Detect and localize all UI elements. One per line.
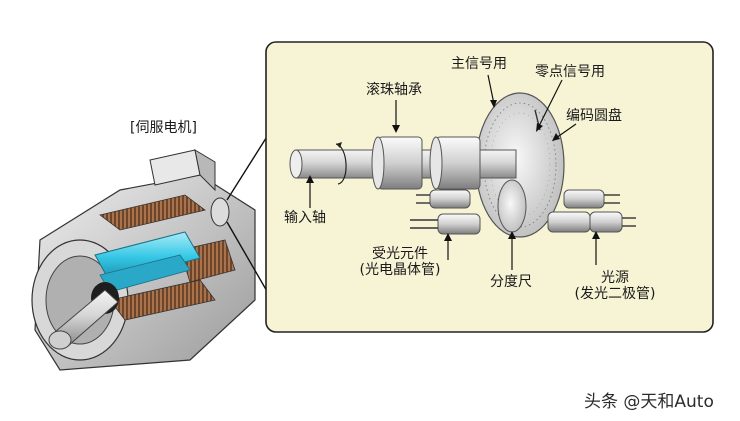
watermark: 头条 @天和Auto <box>584 392 714 412</box>
label-light-receiver-line1: 受光元件 <box>372 246 428 262</box>
divider-shape <box>497 179 527 233</box>
label-light-source-line1: 光源 <box>601 270 629 286</box>
label-code-disc: 编码圆盘 <box>566 108 622 124</box>
label-light-receiver: 受光元件 (光电晶体管) <box>350 246 450 278</box>
motor-title: [伺服电机] <box>130 120 197 136</box>
label-light-receiver-line2: (光电晶体管) <box>359 262 441 278</box>
encoder-illustration <box>289 92 636 238</box>
label-input-shaft: 输入轴 <box>284 210 326 226</box>
light-source-shapes <box>547 189 636 233</box>
servo-motor-illustration <box>31 148 256 371</box>
label-light-source-line2: (发光二极管) <box>574 286 656 302</box>
label-ball-bearing: 滚珠轴承 <box>366 82 422 98</box>
label-light-source: 光源 (发光二极管) <box>560 270 670 302</box>
label-divider: 分度尺 <box>490 274 532 290</box>
ball-bearing-shapes <box>371 136 481 190</box>
label-zero-signal: 零点信号用 <box>535 64 605 80</box>
leader-lines <box>306 74 600 270</box>
light-receiver-shapes <box>410 189 481 235</box>
label-main-signal: 主信号用 <box>451 56 507 72</box>
callout-wedge <box>226 134 269 294</box>
